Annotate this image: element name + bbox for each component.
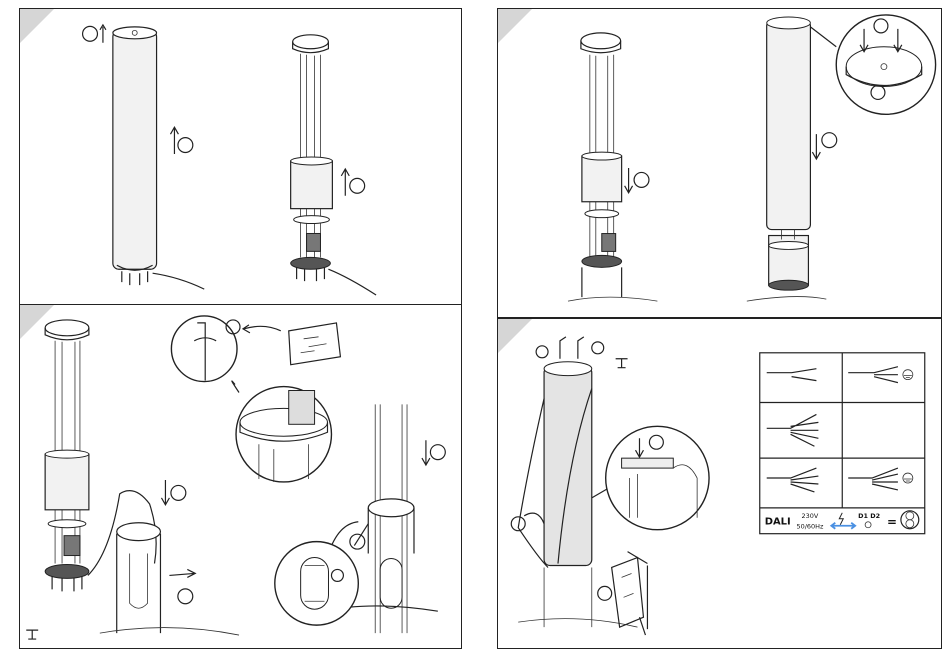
down-arrow-icon <box>625 168 649 193</box>
equals-label: = <box>887 515 897 529</box>
ground-symbol-icon <box>616 359 628 368</box>
connector-magnifier <box>606 426 709 529</box>
panel-step-3 <box>497 8 942 318</box>
lamp-frame-open <box>291 35 376 295</box>
step-2-illustration <box>20 305 461 648</box>
panel-step-4: DALI 230V 50/60Hz D1 D2 = <box>497 318 942 649</box>
hex-key-icon <box>536 337 604 359</box>
panel-step-1 <box>19 8 462 305</box>
base-plate-magnifier <box>232 381 332 482</box>
bollard-detail-magnifier <box>275 524 368 625</box>
up-arrow-icon <box>170 127 192 154</box>
ground-symbol-icon <box>26 630 38 639</box>
lamp-shade-closed <box>747 17 826 301</box>
step-1-illustration <box>20 9 461 304</box>
terminals-label: D1 D2 <box>858 512 880 520</box>
ground-pipe-base <box>100 523 239 635</box>
driver-box <box>598 552 648 635</box>
step-4-illustration: DALI 230V 50/60Hz D1 D2 = <box>498 319 941 648</box>
screw-bag-icon <box>243 323 340 365</box>
protocol-label: DALI <box>765 517 791 528</box>
down-arrow-icon <box>812 133 836 159</box>
frequency-label: 50/60Hz <box>797 523 824 531</box>
up-arrow-icon <box>341 169 364 196</box>
counterclockwise-arrow-icon <box>83 25 106 43</box>
down-arrow-icon <box>422 440 445 465</box>
cap-screws-magnifier <box>836 15 935 114</box>
down-arrow-icon <box>161 480 185 505</box>
voltage-label: 230V <box>802 512 819 520</box>
wiring-table: DALI 230V 50/60Hz D1 D2 = <box>760 353 925 534</box>
lamp-frame-open <box>568 33 657 301</box>
hex-key-magnifier <box>171 316 240 382</box>
panel-step-2 <box>19 304 462 649</box>
lamp-frame-open <box>45 320 156 591</box>
counterclockwise-arrow-icon <box>511 513 544 531</box>
down-arrow-icon <box>169 569 195 603</box>
lamp-shade-closed <box>113 27 204 289</box>
step-3-illustration <box>498 9 941 317</box>
